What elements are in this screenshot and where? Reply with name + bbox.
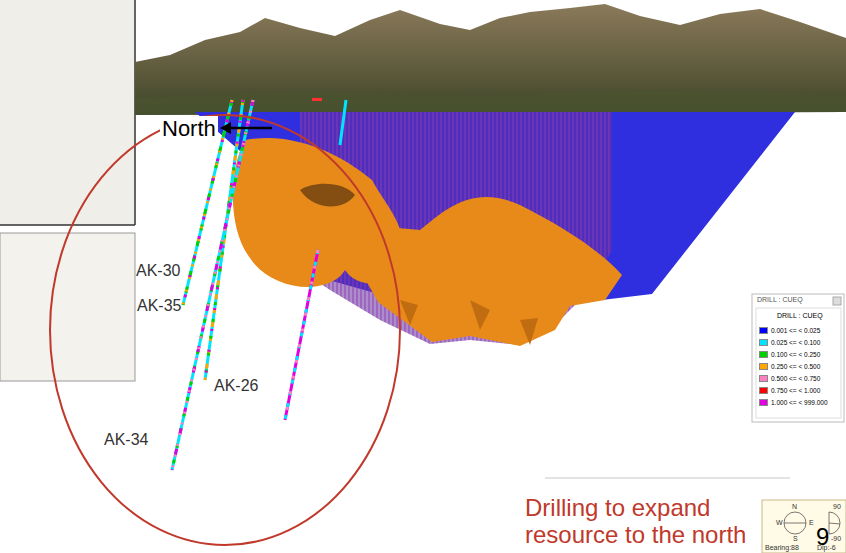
legend-swatch (759, 363, 768, 370)
highlight-ellipse (50, 115, 400, 545)
legend-row: 0.001 <= < 0.025 (759, 324, 828, 336)
callout-note: Drilling to expand resource to the north (525, 494, 780, 548)
legend-swatch (759, 327, 768, 334)
legend-swatch (759, 387, 768, 394)
legend-swatch (759, 375, 768, 382)
drill-hole-name: AK-26 (214, 377, 258, 395)
compass-box (762, 500, 846, 553)
dip-scale: 90 (833, 503, 841, 511)
drill-holes (172, 100, 346, 470)
legend-text: 0.025 <= < 0.100 (771, 339, 820, 346)
compass-letter: W (776, 519, 783, 527)
legend-swatch (759, 399, 768, 406)
direction-label: North (160, 116, 218, 141)
legend-row: 1.000 <= < 999.000 (759, 396, 828, 408)
dip-scale: -90 (831, 535, 841, 543)
side-panel (0, 0, 135, 225)
legend-row: 0.025 <= < 0.100 (759, 336, 828, 348)
legend-text: 1.000 <= < 999.000 (771, 399, 828, 406)
side-panel (0, 233, 135, 381)
legend-title: DRILL : CUEQ (757, 296, 803, 304)
bearing-value: Bearing:88 (765, 544, 799, 552)
legend-row: 0.750 <= < 1.000 (759, 384, 828, 396)
legend-text: 0.500 <= < 0.750 (771, 375, 820, 382)
legend-swatch (759, 351, 768, 358)
legend-row: 0.250 <= < 0.500 (759, 360, 828, 372)
page-number: 9 (816, 523, 829, 551)
compass-letter: E (809, 519, 814, 527)
north-arrow (228, 127, 272, 130)
legend-row: 0.100 <= < 0.250 (759, 348, 828, 360)
legend: 0.001 <= < 0.025 0.025 <= < 0.100 0.100 <=… (759, 324, 828, 408)
legend-row: 0.500 <= < 0.750 (759, 372, 828, 384)
drill-hole-name: AK-30 (136, 262, 180, 280)
terrain-surface (135, 4, 846, 115)
legend-text: 0.001 <= < 0.025 (771, 327, 820, 334)
drill-hole-name: AK-35 (137, 297, 181, 315)
legend-swatch (759, 339, 768, 346)
drill-hole-name: AK-34 (104, 431, 148, 449)
compass-letter: S (793, 535, 798, 543)
legend-header: DRILL : CUEQ (777, 312, 823, 320)
legend-text: 0.100 <= < 0.250 (771, 351, 820, 358)
legend-text: 0.750 <= < 1.000 (771, 387, 820, 394)
legend-text: 0.250 <= < 0.500 (771, 363, 820, 370)
compass-letter: N (792, 503, 797, 511)
legend-panel (752, 294, 844, 422)
